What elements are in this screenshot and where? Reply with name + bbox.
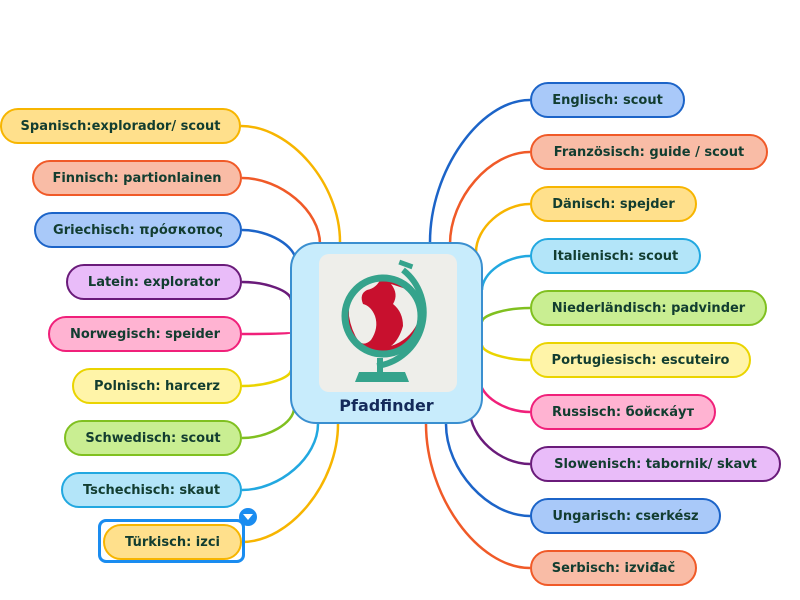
- connector-line: [241, 280, 293, 301]
- subtopic-node[interactable]: Polnisch: harcerz: [72, 368, 242, 404]
- connector-line: [448, 150, 531, 245]
- subtopic-node[interactable]: Englisch: scout: [530, 82, 685, 118]
- subtopic-node[interactable]: Serbisch: izviđač: [530, 550, 697, 586]
- subtopic-node[interactable]: Finnisch: partionlainen: [32, 160, 242, 196]
- connector-line: [478, 379, 531, 414]
- connector-line: [241, 423, 340, 544]
- subtopic-node[interactable]: Türkisch: izci: [103, 524, 242, 560]
- connector-line: [241, 228, 298, 263]
- subtopic-node[interactable]: Griechisch: πρόσκοπος: [34, 212, 242, 248]
- connector-line: [241, 331, 293, 336]
- connector-line: [428, 98, 531, 243]
- subtopic-node[interactable]: Italienisch: scout: [530, 238, 701, 274]
- subtopic-node[interactable]: Schwedisch: scout: [64, 420, 242, 456]
- subtopic-node[interactable]: Spanisch:explorador/ scout: [0, 108, 241, 144]
- subtopic-node[interactable]: Ungarisch: cserkész: [530, 498, 721, 534]
- connector-line: [424, 423, 531, 570]
- central-topic[interactable]: Pfadfinder: [290, 242, 483, 424]
- connector-line: [241, 369, 293, 388]
- subtopic-node[interactable]: Dänisch: spejder: [530, 186, 697, 222]
- subtopic-node[interactable]: Niederländisch: padvinder: [530, 290, 767, 326]
- selection-outline: [98, 519, 245, 563]
- connector-line: [480, 344, 531, 362]
- subtopic-node[interactable]: Latein: explorator: [66, 264, 242, 300]
- connector-line: [480, 254, 531, 291]
- central-topic-title: Pfadfinder: [339, 396, 434, 415]
- connector-line: [468, 409, 531, 466]
- connector-line: [444, 423, 531, 518]
- globe-icon: [319, 254, 457, 392]
- subtopic-node[interactable]: Slowenisch: tabornik/ skavt: [530, 446, 781, 482]
- subtopic-node[interactable]: Französisch: guide / scout: [530, 134, 768, 170]
- connector-line: [241, 176, 322, 245]
- collapse-toggle-icon[interactable]: [239, 508, 257, 526]
- connector-line: [480, 306, 531, 323]
- subtopic-node[interactable]: Portugiesisch: escuteiro: [530, 342, 751, 378]
- connector-line: [240, 124, 342, 243]
- connector-line: [241, 407, 296, 440]
- connector-line: [241, 423, 320, 492]
- subtopic-node[interactable]: Russisch: бойскáут: [530, 394, 716, 430]
- connector-line: [474, 202, 531, 253]
- subtopic-node[interactable]: Tschechisch: skaut: [61, 472, 242, 508]
- subtopic-node[interactable]: Norwegisch: speider: [48, 316, 242, 352]
